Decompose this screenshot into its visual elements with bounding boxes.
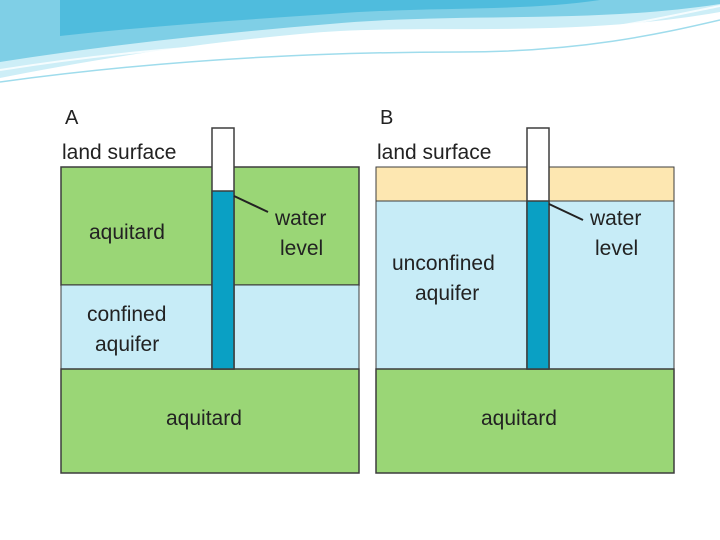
confined-aquifer-label-line1: confined <box>87 303 166 326</box>
land-surface-label-b: land surface <box>377 141 491 164</box>
banner-line-2 <box>0 19 720 83</box>
well-water-column <box>211 190 235 370</box>
water-level-label-b-line2: level <box>595 237 638 260</box>
diagram-b: B land surface water level unconfined aq… <box>375 107 675 474</box>
panel-letter-a: A <box>65 107 79 129</box>
upper-aquitard-layer <box>60 166 360 286</box>
panel-unconfined-aquifer: B land surface water level unconfined aq… <box>375 100 675 475</box>
land-surface-label: land surface <box>62 141 176 164</box>
water-level-label-line2: level <box>280 237 323 260</box>
banner-line <box>0 5 720 71</box>
upper-aquitard-label: aquitard <box>89 221 165 244</box>
header-banner <box>0 0 720 83</box>
water-level-label-b-line1: water <box>589 207 641 230</box>
water-level-label-line1: water <box>274 207 326 230</box>
water-level-leader-line <box>233 195 269 213</box>
well-water-column-b <box>526 200 550 370</box>
confined-aquifer-label-line2: aquifer <box>95 333 159 356</box>
confined-aquifer-layer <box>60 284 360 370</box>
lower-aquitard-layer-b <box>375 368 675 474</box>
lower-aquitard-label: aquitard <box>166 407 242 430</box>
panel-letter-b: B <box>380 107 393 129</box>
unconfined-aquifer-layer <box>375 200 675 370</box>
unconfined-aquifer-label-line1: unconfined <box>392 252 495 275</box>
unsaturated-zone-layer <box>375 166 675 202</box>
panel-confined-aquifer: A land surface aquitard water level conf… <box>60 100 360 475</box>
lower-aquitard-layer <box>60 368 360 474</box>
lower-aquitard-label-b: aquitard <box>481 407 557 430</box>
diagram-a: A land surface aquitard water level conf… <box>60 107 360 474</box>
unconfined-aquifer-label-line2: aquifer <box>415 282 479 305</box>
banner-wave-dark <box>60 0 600 36</box>
water-level-leader-line-b <box>548 203 584 221</box>
